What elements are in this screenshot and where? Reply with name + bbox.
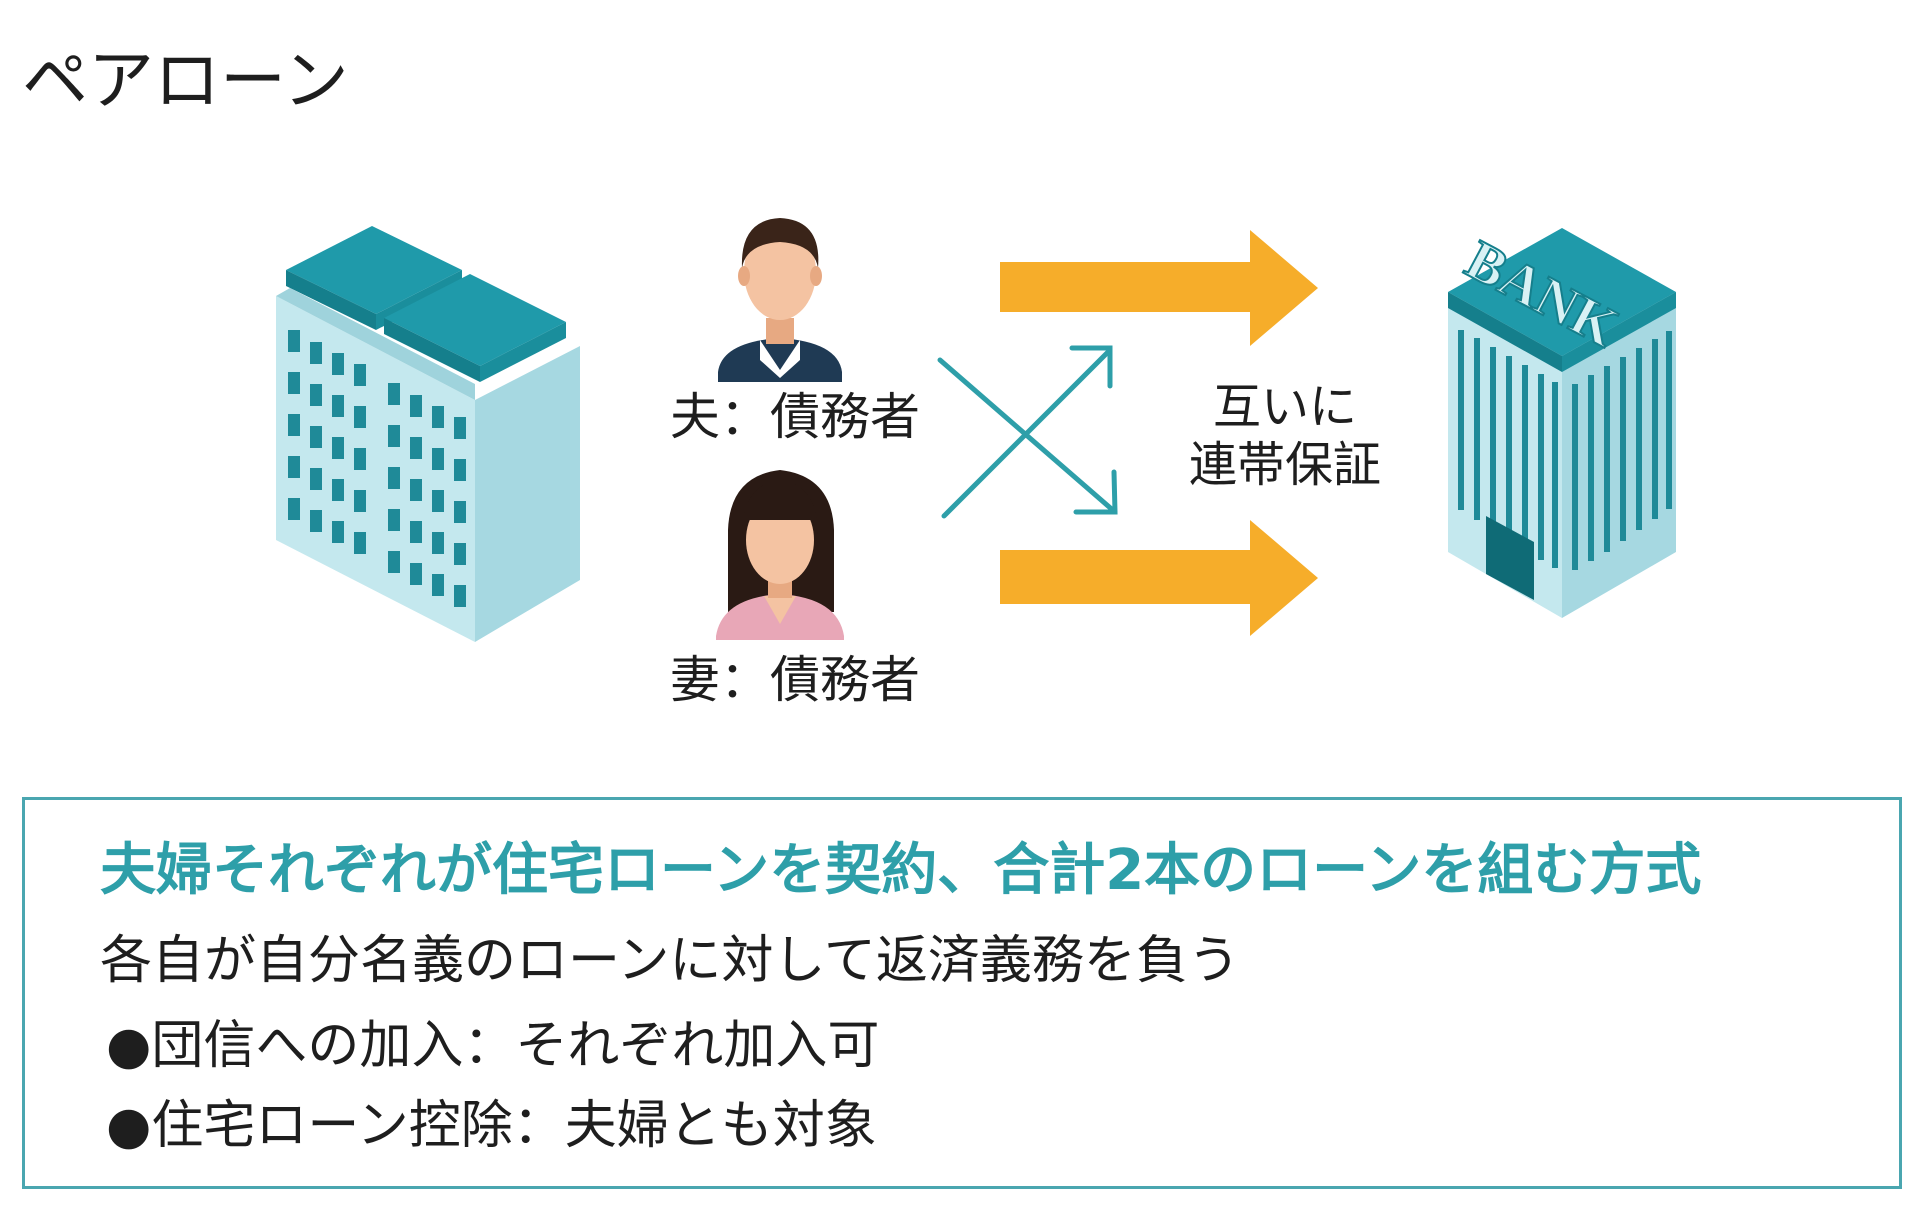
wife-avatar-icon bbox=[716, 470, 844, 640]
husband-label: 夫：債務者 bbox=[670, 388, 920, 446]
mutual-guarantee-arrows bbox=[937, 345, 1118, 519]
husband-loan-arrow bbox=[1000, 230, 1318, 346]
guarantee-line-1: 互いに bbox=[1212, 379, 1357, 435]
guarantee-line-2: 連帯保証 bbox=[1188, 437, 1381, 493]
info-box bbox=[22, 797, 1902, 1189]
mutual-guarantee-label: 互いに 連帯保証 bbox=[1170, 378, 1400, 494]
info-description: 各自が自分名義のローンに対して返済義務を負う bbox=[100, 931, 1240, 991]
info-headline: 夫婦それぞれが住宅ローンを契約、合計2本のローンを組む方式 bbox=[100, 838, 1702, 903]
page-title: ペアローン bbox=[22, 42, 349, 119]
house-building-icon bbox=[276, 226, 580, 642]
husband-avatar-icon bbox=[718, 218, 842, 382]
wife-label: 妻：債務者 bbox=[670, 651, 920, 709]
bank-building-icon bbox=[1448, 228, 1676, 618]
info-bullet: ●住宅ローン控除：夫婦とも対象 bbox=[106, 1096, 877, 1156]
info-bullet: ●団信への加入：それぞれ加入可 bbox=[106, 1016, 880, 1076]
wife-loan-arrow bbox=[1000, 520, 1318, 636]
